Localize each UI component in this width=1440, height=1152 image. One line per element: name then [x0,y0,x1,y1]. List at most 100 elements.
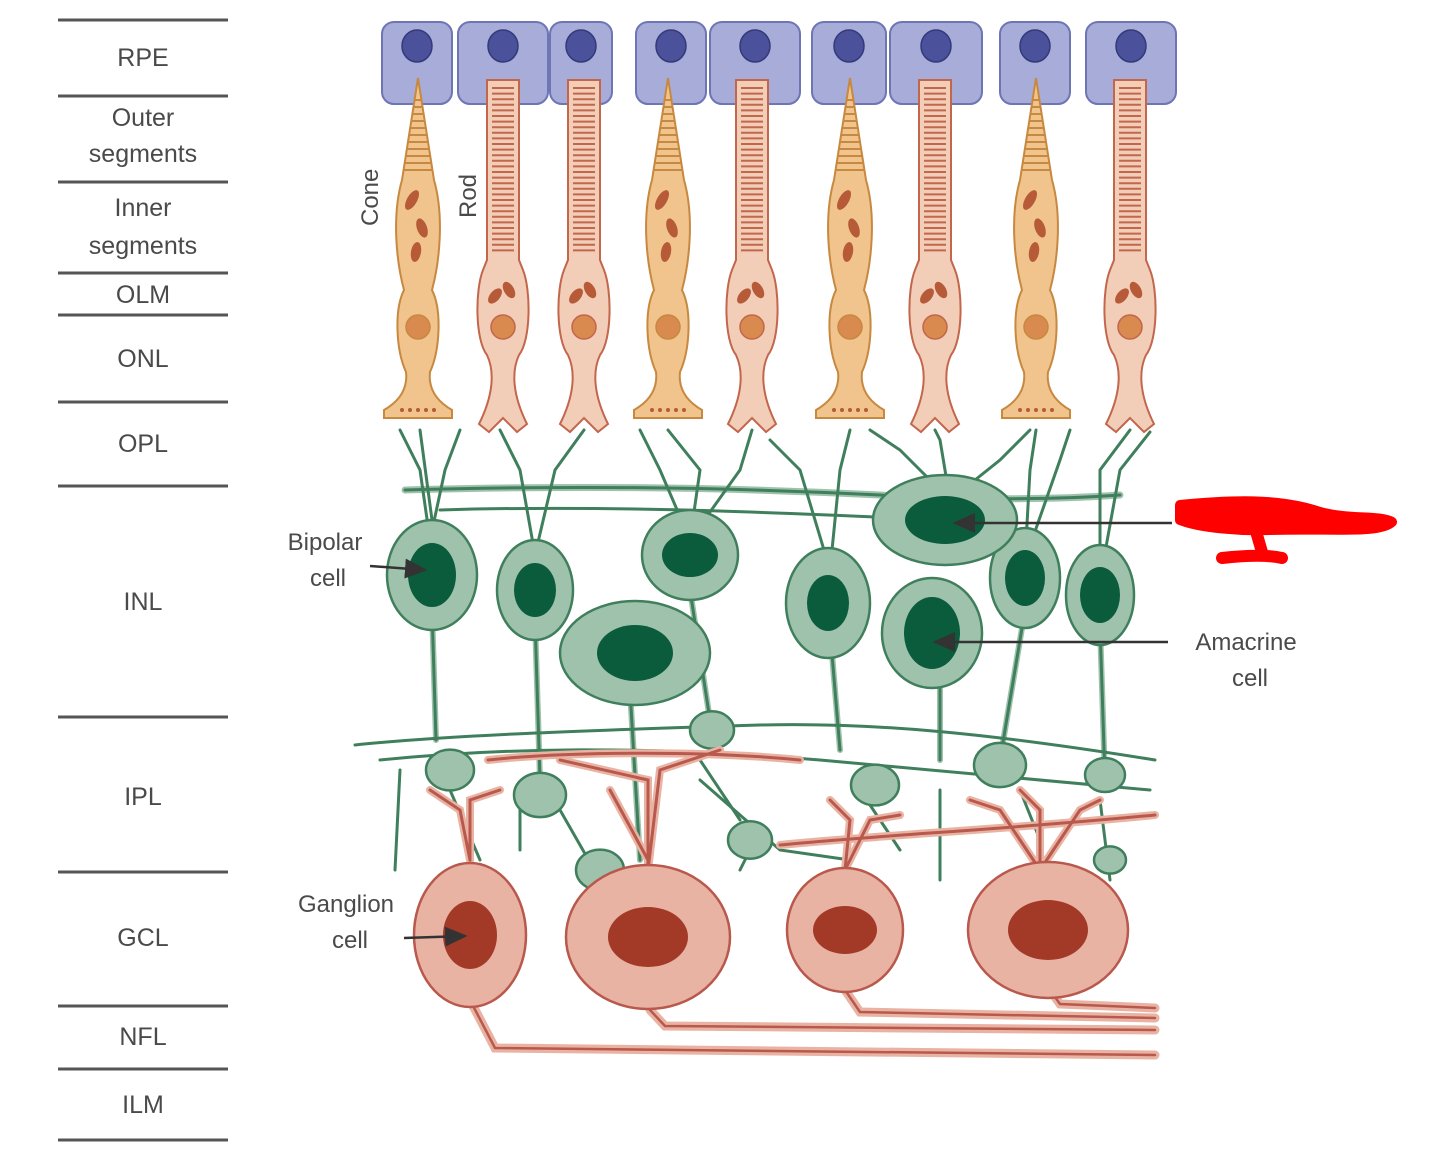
cone-label: Cone [357,169,384,226]
mitochondrion [488,288,502,304]
rpe-nucleus [1115,29,1147,63]
bipolar-dendrite [498,428,537,557]
cell-nucleus [408,543,456,607]
annotations: Cone Rod Bipolar cell Amacrine cell Gang… [288,169,1297,954]
bipolar-dendrite [828,428,852,572]
cone-nucleus [837,314,863,340]
mitochondrion [666,218,678,238]
ganglion-dendrite [968,798,1042,872]
ganglion-nucleus [813,906,877,954]
photoreceptors [383,77,1157,434]
mitochondrion [848,218,860,238]
layer-label-gcl: GCL [117,924,169,952]
cone-photoreceptor [1001,77,1071,419]
rod-body [908,79,962,434]
layer-label-rpe: RPE [117,44,168,72]
axon [1098,623,1107,782]
ganglion-dendrite [468,788,502,862]
cell-nucleus [1080,567,1120,623]
amacrine-label-2: cell [1232,665,1268,692]
cell-nucleus [662,533,718,577]
layer-label-ipl: IPL [124,783,162,811]
layer-label-inl: INL [124,588,163,616]
inner-nuclear-neurons [353,428,1157,892]
layer-label-inner-segments-1: Inner [115,194,172,222]
ganglion-dendrite-fill [1036,796,1104,874]
mitochondrion [502,281,516,299]
synaptic-vesicle [840,408,844,412]
cone-nucleus [655,314,681,340]
rod-photoreceptor [908,79,962,434]
ganglion-dendrite [828,798,852,872]
mitochondrion [416,218,428,238]
synaptic-vesicle [658,408,662,412]
bipolar-dendrite [418,428,434,522]
synaptic-vesicle [416,408,420,412]
bipolar-dendrite [428,428,462,542]
bipolar-dendrite [533,428,586,557]
synaptic-vesicle [666,408,670,412]
synaptic-vesicle [1034,408,1038,412]
bipolar-label-2: cell [310,565,346,592]
layer-label-nfl: NFL [119,1023,166,1051]
ganglion-axon [843,988,1157,1020]
ganglion-nucleus [1008,900,1088,960]
ganglion-dendrite [1018,788,1042,872]
ganglion-arrow [403,926,468,947]
mitochondrion [569,288,583,304]
mitochondrion [737,288,751,304]
bipolar-label-1: Bipolar [288,529,363,556]
rod-photoreceptor [1103,79,1157,434]
cell-nucleus [905,496,985,544]
red-scribble-redaction [1175,496,1397,564]
cone-nucleus [1023,314,1049,340]
rpe-nucleus [565,29,597,63]
layer-label-ilm: ILM [122,1091,164,1119]
ganglion-dendrite [608,788,650,862]
layer-label-outer-segments-1: Outer [112,104,175,132]
rpe-nucleus [655,29,687,63]
bipolar-dendrite [398,428,432,542]
cone-nucleus [405,314,431,340]
cone-photoreceptor [815,77,885,419]
cell-nucleus [514,563,556,617]
layer-label-olm: OLM [116,281,170,309]
ganglion-dendrite [486,751,802,762]
rpe-cells [381,21,1177,105]
rod-body [476,79,530,434]
amacrine-label-1: Amacrine [1195,629,1296,656]
ganglion-axon [648,1008,1157,1032]
bipolar-dendrite [1098,430,1152,582]
synaptic-vesicle [432,408,436,412]
axon-terminal [1083,756,1127,794]
ipl-process [353,723,1157,762]
rod-photoreceptor [557,79,611,434]
rpe-nucleus [1019,29,1051,63]
ganglion-axon [468,998,1157,1057]
layer-label-opl: OPL [118,430,168,458]
rod-label: Rod [455,174,482,218]
synaptic-vesicle [674,408,678,412]
rpe-nucleus [739,29,771,63]
axon [998,608,1027,762]
mitochondrion [837,190,851,210]
synaptic-vesicle [1018,408,1022,412]
rod-nucleus [922,314,948,340]
layer-label-inner-segments-2: segments [89,232,197,260]
axon-terminal [849,763,901,807]
cell-nucleus [1005,550,1045,606]
mitochondrion [660,242,672,262]
ganglion-cells [412,746,1160,1060]
mitochondrion [1028,242,1040,262]
axon-terminal [972,741,1028,789]
mitochondrion [655,190,669,210]
rod-body [725,79,779,434]
ipl-process [393,768,402,872]
horizontal-process-outline [403,485,1122,501]
cell-nucleus [807,575,849,631]
synaptic-vesicle [832,408,836,412]
ganglion-nucleus [608,907,688,967]
rod-nucleus [571,314,597,340]
rpe-nucleus [920,29,952,63]
ganglion-label-1: Ganglion [298,891,394,918]
